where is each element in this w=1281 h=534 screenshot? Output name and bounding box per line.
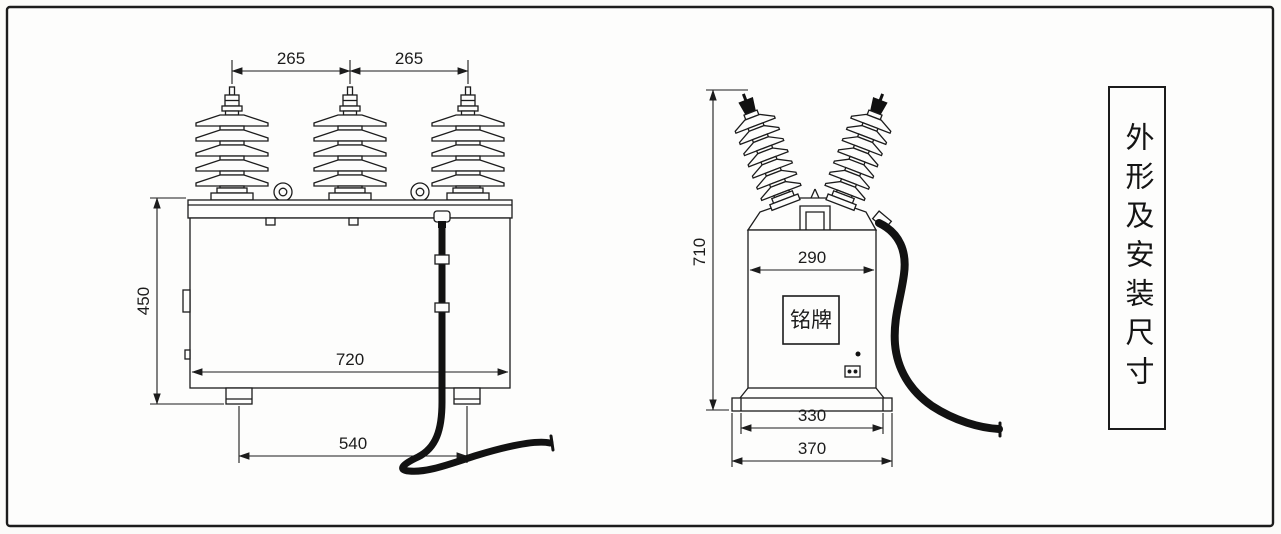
dim-bushing-pitch-right: 265 [395,49,423,68]
terminal-box [844,365,861,378]
tank-front [182,199,513,405]
front-dimensions: 450 720 540 [134,197,509,463]
title-text: 外形及安装尺寸 [1121,121,1153,395]
side-view: 铭牌 710 290 330 [690,84,1003,467]
dim-base-330: 330 [798,406,826,425]
front-view: 265 265 [134,49,555,475]
front-cable [399,210,555,475]
lifting-lugs [273,182,430,202]
dim-height-450: 450 [134,287,153,315]
title-panel: 外形及安装尺寸 [1108,86,1166,430]
nameplate: 铭牌 [782,295,840,345]
dim-depth-290: 290 [798,248,826,267]
dim-height-710: 710 [690,238,709,266]
dim-base-370: 370 [798,439,826,458]
dim-foot-span-540: 540 [339,434,367,453]
side-cable [871,210,1003,438]
side-dimensions: 710 290 330 370 [690,89,893,467]
cable-gland-front [433,210,451,223]
cable-clamp-upper [434,254,450,265]
front-top-dimensions: 265 265 [231,49,469,84]
drain-dot [855,351,861,357]
dim-bushing-pitch-left: 265 [277,49,305,68]
cable-clamp-lower [434,302,450,313]
nameplate-text: 铭牌 [790,309,832,332]
dim-width-720: 720 [336,350,364,369]
